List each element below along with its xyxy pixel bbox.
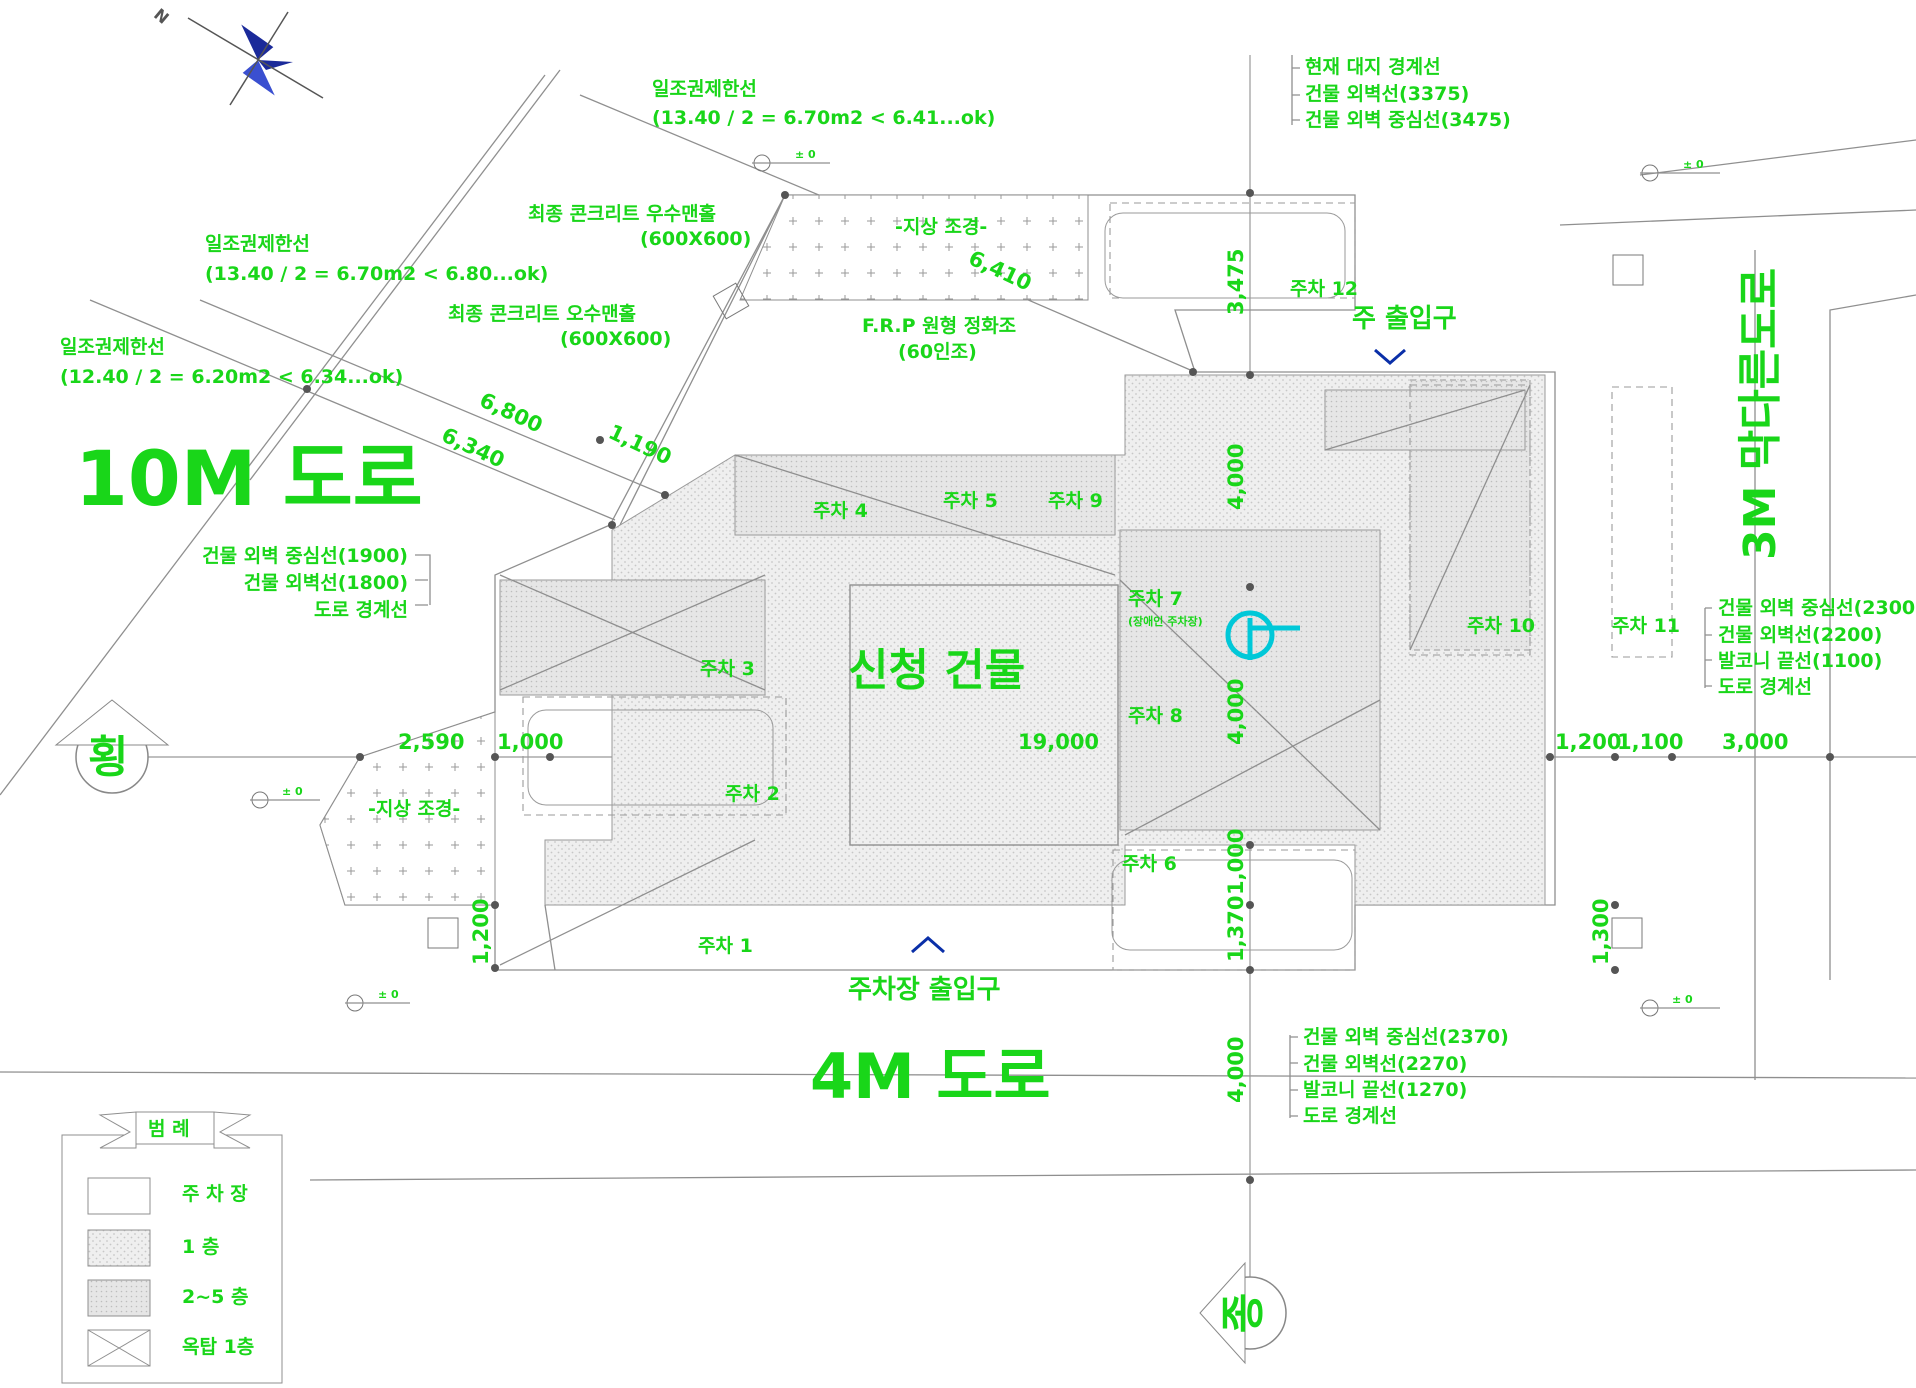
road-label-south: 4M 도로 <box>810 1040 1051 1113</box>
wheelchair-icon <box>1225 610 1300 660</box>
dimension-label: 1,300 <box>1589 899 1613 965</box>
note-right-line: 도로 경계선 <box>1718 676 1812 698</box>
note-right-line: 발코니 끝선(1100) <box>1718 650 1882 672</box>
main-entrance-label: 주 출입구 <box>1352 304 1457 334</box>
parking-space-label: 주차 3 <box>700 658 755 680</box>
axis-label-vertical: 종 <box>1218 1293 1269 1333</box>
road-label-west: 10M 도로 <box>75 434 423 523</box>
dimension-label: 3,475 <box>1224 249 1248 315</box>
parking-space-label: 주차 1 <box>698 935 753 957</box>
leader-lines <box>415 55 1712 1118</box>
level-label: ± 0 <box>378 988 399 1001</box>
entrance-arrow-icon <box>911 936 945 954</box>
note-septic-tank: F.R.P 원형 정화조 <box>862 315 1016 337</box>
parking-space-label: 주차 12 <box>1290 278 1358 300</box>
axis-marker-vertical <box>1199 1261 1287 1365</box>
note-daylight-2-value: (13.40 / 2 = 6.70m2 < 6.80...ok) <box>205 263 548 285</box>
parking-bays <box>499 202 1673 971</box>
note-top-line: 건물 외벽선(3375) <box>1305 83 1469 105</box>
note-bottom-line: 건물 외벽선(2270) <box>1303 1053 1467 1075</box>
dimension-label: 1,000 <box>497 730 563 754</box>
dimension-label: 4,000 <box>1224 444 1248 510</box>
dimension-label: 1,370 <box>1224 896 1248 962</box>
note-top-line: 현재 대지 경계선 <box>1305 56 1441 78</box>
note-rain-manhole: 최종 콘크리트 우수맨홀 <box>528 202 716 225</box>
note-daylight-3: 일조권제한선 <box>60 336 165 358</box>
parking-space-label: 주차 4 <box>813 500 868 522</box>
dimension-points <box>303 189 1834 1184</box>
note-left-line: 건물 외벽선(1800) <box>244 572 408 594</box>
note-bottom-line: 도로 경계선 <box>1303 1105 1397 1127</box>
note-daylight-3-value: (12.40 / 2 = 6.20m2 < 6.34...ok) <box>60 366 403 388</box>
dimension-label: 4,000 <box>1224 679 1248 745</box>
note-bottom-line: 발코니 끝선(1270) <box>1303 1079 1467 1101</box>
dimension-label: 1,000 <box>1224 829 1248 895</box>
note-daylight-1-value: (13.40 / 2 = 6.70m2 < 6.41...ok) <box>652 107 995 129</box>
note-bottom-line: 건물 외벽 중심선(2370) <box>1303 1026 1509 1048</box>
legend-title: 범 례 <box>148 1118 190 1140</box>
car-outlines <box>527 212 1353 951</box>
note-daylight-1: 일조권제한선 <box>652 78 757 100</box>
note-septic-tank-capacity: (60인조) <box>898 341 977 363</box>
accessible-parking-note: (장애인 주차장) <box>1128 614 1203 628</box>
note-left-line: 건물 외벽 중심선(1900) <box>202 545 408 567</box>
parking-space-label: 주차 2 <box>725 783 780 805</box>
dimension-label: 1,200 <box>469 899 493 965</box>
landscape-label: -지상 조경- <box>368 798 460 820</box>
level-markers <box>250 154 1720 1017</box>
parking-space-label: 주차 5 <box>943 490 998 512</box>
note-sewage-manhole-size: (600X600) <box>560 328 671 350</box>
axis-label-horizontal: 횡 <box>88 732 128 783</box>
parking-space-label: 주차 9 <box>1048 490 1103 512</box>
note-rain-manhole-size: (600X600) <box>640 228 751 250</box>
legend-item-label: 1 층 <box>182 1236 219 1258</box>
parking-entrance-label: 주차장 출입구 <box>848 975 1001 1005</box>
level-label: ± 0 <box>1672 993 1693 1006</box>
entrance-arrow-icon <box>1374 348 1406 365</box>
site-outline <box>319 194 1556 971</box>
level-label: ± 0 <box>1683 158 1704 171</box>
level-label: ± 0 <box>282 785 303 798</box>
dimension-label: 3,000 <box>1722 730 1788 754</box>
dimension-label: 1,100 <box>1617 730 1683 754</box>
parking-space-label: 주차 8 <box>1128 705 1183 727</box>
dimension-label: 2,590 <box>398 730 464 754</box>
dimension-label: 19,000 <box>1018 730 1099 754</box>
legend-item-label: 옥탑 1층 <box>182 1336 254 1358</box>
level-label: ± 0 <box>795 148 816 161</box>
legend <box>61 1111 283 1384</box>
note-top-line: 건물 외벽 중심선(3475) <box>1305 109 1511 131</box>
parking-space-label: 주차 7 <box>1128 588 1183 610</box>
north-arrow-icon <box>187 11 324 106</box>
legend-item-label: 주 차 장 <box>182 1183 248 1205</box>
note-left-line: 도로 경계선 <box>314 599 408 621</box>
building-label: 신청 건물 <box>848 645 1025 696</box>
landscape-label: -지상 조경- <box>895 216 987 238</box>
dimension-label: 1,190 <box>605 420 675 470</box>
note-daylight-2: 일조권제한선 <box>205 233 310 255</box>
axis-marker-horizontal <box>54 699 170 794</box>
parking-space-label: 주차 11 <box>1612 615 1680 637</box>
north-label: N <box>150 5 172 28</box>
dimension-label: 4,000 <box>1224 1037 1248 1103</box>
parking-space-label: 주차 10 <box>1467 615 1535 637</box>
note-right-line: 건물 외벽 중심선(2300) <box>1718 597 1916 619</box>
legend-item-label: 2~5 층 <box>182 1286 248 1308</box>
dimension-label: 6,340 <box>438 423 508 473</box>
parking-space-label: 주차 6 <box>1122 853 1177 875</box>
dimension-label: 1,200 <box>1555 730 1621 754</box>
note-sewage-manhole: 최종 콘크리트 오수맨홀 <box>448 302 636 325</box>
road-label-east: 3M 막다른도로 <box>1735 268 1786 560</box>
note-right-line: 건물 외벽선(2200) <box>1718 624 1882 646</box>
manhole-symbols <box>427 254 1644 949</box>
